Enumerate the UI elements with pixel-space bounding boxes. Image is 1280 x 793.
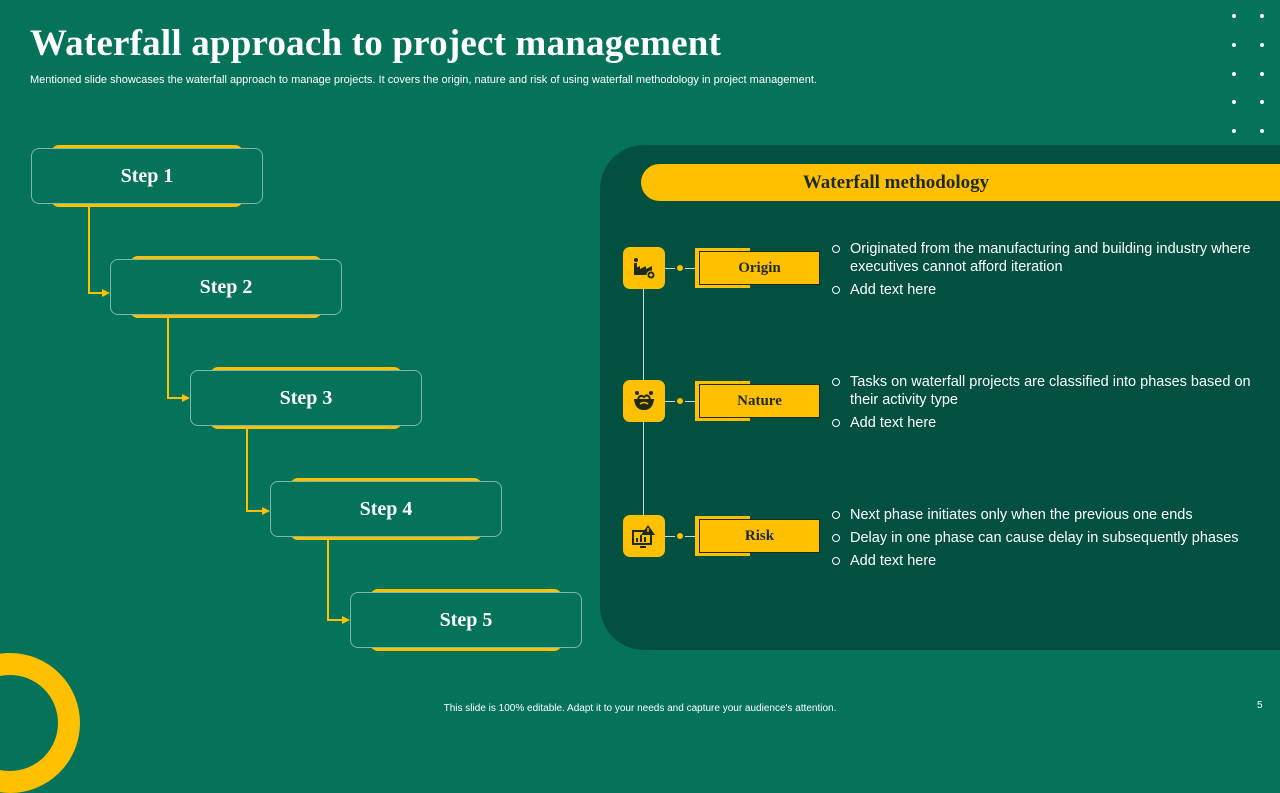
step-3-label: Step 3	[190, 370, 422, 426]
step-2: Step 2	[110, 256, 342, 318]
page-number: 5	[1257, 700, 1263, 711]
list-item: Delay in one phase can cause delay in su…	[832, 529, 1267, 547]
slide-title: Waterfall approach to project management	[30, 23, 722, 64]
list-item: Next phase initiates only when the previ…	[832, 506, 1267, 524]
nature-bullets: Tasks on waterfall projects are classifi…	[832, 373, 1267, 437]
factory-icon	[623, 247, 665, 289]
origin-bullets: Originated from the manufacturing and bu…	[832, 240, 1267, 304]
risk-warning-chart-icon	[623, 515, 665, 557]
list-item: Originated from the manufacturing and bu…	[832, 240, 1267, 276]
slide-subtitle: Mentioned slide showcases the waterfall …	[30, 74, 817, 86]
step-4: Step 4	[270, 478, 502, 540]
step-5: Step 5	[350, 589, 582, 651]
origin-label: Origin	[695, 248, 820, 288]
nature-bowl-icon	[623, 380, 665, 422]
risk-bullets: Next phase initiates only when the previ…	[832, 506, 1267, 575]
list-item: Add text here	[832, 281, 1267, 299]
list-item: Add text here	[832, 552, 1267, 570]
step-1-label: Step 1	[31, 148, 263, 204]
step-5-label: Step 5	[350, 592, 582, 648]
step-4-label: Step 4	[270, 481, 502, 537]
decorative-corner-arc	[0, 653, 80, 793]
step-2-label: Step 2	[110, 259, 342, 315]
list-item: Tasks on waterfall projects are classifi…	[832, 373, 1267, 409]
panel-heading: Waterfall methodology	[641, 164, 1280, 201]
step-connectors	[88, 204, 350, 624]
nature-label: Nature	[695, 381, 820, 421]
footer-note: This slide is 100% editable. Adapt it to…	[443, 703, 837, 714]
step-1: Step 1	[31, 145, 263, 207]
list-item: Add text here	[832, 414, 1267, 432]
step-3: Step 3	[190, 367, 422, 429]
risk-label: Risk	[695, 516, 820, 556]
